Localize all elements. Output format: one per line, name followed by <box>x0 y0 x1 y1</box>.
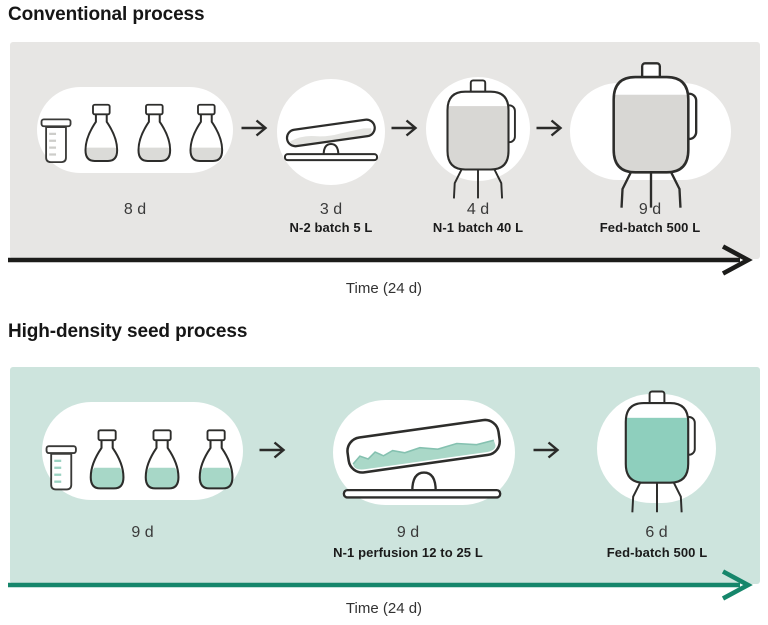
timeline-arrow-icon <box>8 569 753 601</box>
stage-detail: N-1 batch 40 L <box>432 220 524 235</box>
erlenmeyer-flask-icon <box>192 427 240 493</box>
section-title: Conventional process <box>8 4 205 25</box>
stage-duration: 9 d <box>396 524 420 541</box>
seed-flasks-icon <box>45 402 240 500</box>
arrow-right-icon <box>258 438 288 462</box>
stage-duration: 3 d <box>319 201 343 218</box>
section-title: High-density seed process <box>8 321 248 342</box>
rocking-perfusion-bioreactor-icon <box>340 403 508 505</box>
timeline-label: Time (24 d) <box>345 600 423 617</box>
stage-duration: 9 d <box>131 524 154 541</box>
stage-detail: Fed-batch 500 L <box>606 545 708 560</box>
timeline-arrow-icon <box>8 244 753 276</box>
stage-duration: 4 d <box>466 201 490 218</box>
stage-detail: N-1 perfusion 12 to 25 L <box>333 545 483 560</box>
erlenmeyer-flask-icon <box>138 427 186 493</box>
stage-detail: Fed-batch 500 L <box>599 220 701 235</box>
stage-duration: 8 d <box>123 201 147 218</box>
graduated-tube-icon <box>45 441 77 493</box>
stage-duration: 9 d <box>638 201 662 218</box>
stirred-bioreactor-icon <box>611 389 703 514</box>
stage-detail: N-2 batch 5 L <box>289 220 373 235</box>
timeline-label: Time (24 d) <box>345 280 423 297</box>
arrow-right-icon <box>532 438 562 462</box>
erlenmeyer-flask-icon <box>83 427 131 493</box>
stage-duration: 6 d <box>645 524 668 541</box>
